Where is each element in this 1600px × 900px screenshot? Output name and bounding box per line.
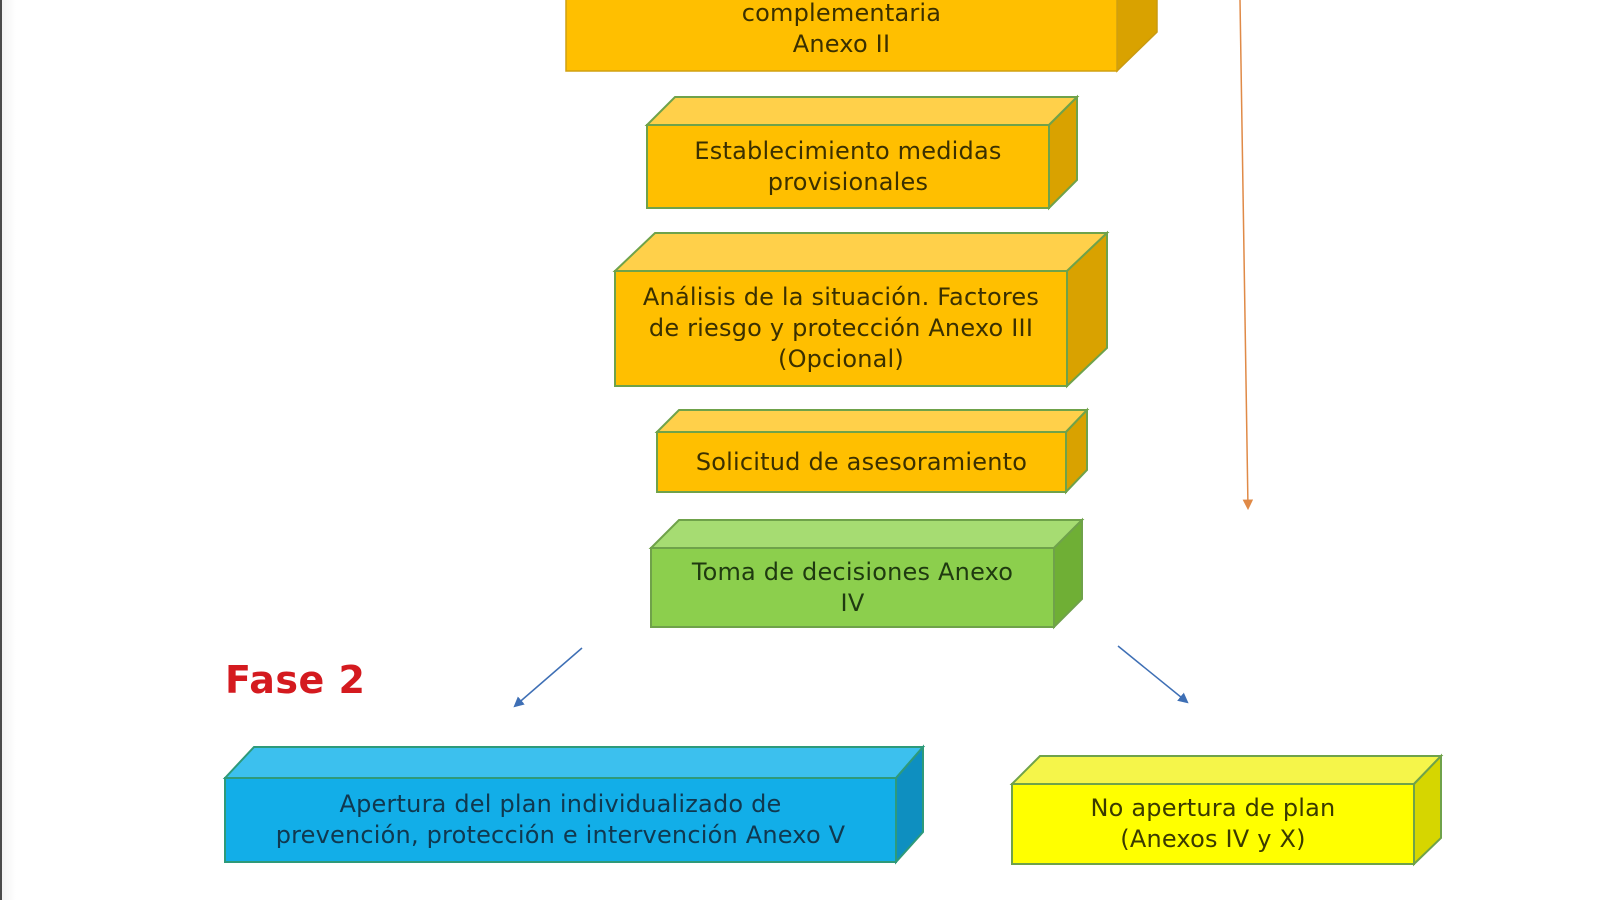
box-analisis-situacion xyxy=(612,230,1110,389)
box-medidas-provisionales-label: Establecimiento medidas provisionales xyxy=(647,125,1049,208)
box-analisis-situacion-label: Análisis de la situación. Factores de ri… xyxy=(615,271,1067,386)
arrow-to-apertura xyxy=(513,647,583,708)
label-line: Anexo II xyxy=(792,30,891,58)
arrow-bypass-down xyxy=(1239,0,1254,511)
label-line: provisionales xyxy=(767,167,929,196)
box-solicitud-asesoramiento-label: Solicitud de asesoramiento xyxy=(657,432,1066,492)
phase-title: Fase 2 xyxy=(225,658,366,702)
label-line: prevención, protección e intervención An… xyxy=(275,821,846,849)
box-no-apertura-plan xyxy=(1009,753,1444,867)
label-line: complementaria xyxy=(741,0,942,27)
arrow-to-no-apertura xyxy=(1117,645,1189,704)
box-medidas-provisionales xyxy=(644,94,1080,211)
window-left-border xyxy=(0,0,2,900)
box-no-apertura-plan-label: No apertura de plan (Anexos IV y X) xyxy=(1012,784,1414,864)
box-info-complementaria xyxy=(565,0,1158,73)
label-line: (Anexos IV y X) xyxy=(1120,825,1306,853)
label-line: Toma de decisiones Anexo xyxy=(691,557,1014,586)
box-toma-decisiones xyxy=(648,517,1085,630)
label-line: de riesgo y protección Anexo III xyxy=(648,314,1034,342)
label-line: Análisis de la situación. Factores xyxy=(642,283,1040,311)
box-apertura-plan xyxy=(222,744,926,865)
window-left-shadow xyxy=(2,0,16,900)
box-solicitud-asesoramiento xyxy=(654,407,1090,495)
label-line: Establecimiento medidas xyxy=(694,136,1002,165)
box-info-complementaria-label: complementaria Anexo II xyxy=(566,0,1117,64)
box-apertura-plan-label: Apertura del plan individualizado de pre… xyxy=(225,778,896,862)
box-toma-decisiones-label: Toma de decisiones Anexo IV xyxy=(651,548,1054,627)
label-line: Solicitud de asesoramiento xyxy=(695,447,1028,476)
label-line: Apertura del plan individualizado de xyxy=(339,790,782,818)
label-line: No apertura de plan xyxy=(1090,794,1336,822)
label-line: (Opcional) xyxy=(778,345,904,373)
label-line: IV xyxy=(840,588,865,617)
